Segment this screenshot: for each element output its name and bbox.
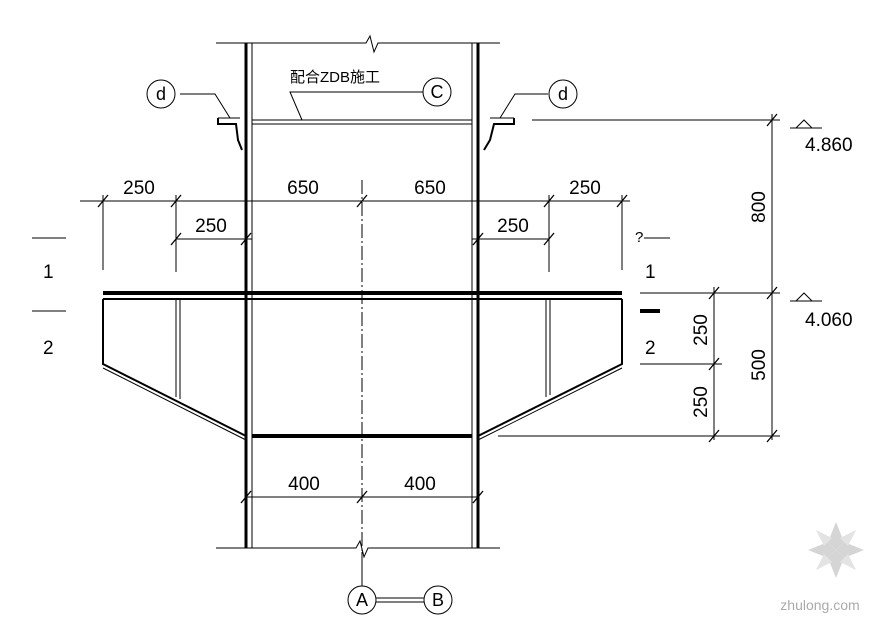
- svg-text:1: 1: [645, 262, 656, 283]
- dim-right-500: 500: [749, 349, 770, 381]
- dim-right-250-lower: 250: [691, 386, 712, 418]
- weld-left: [180, 93, 243, 151]
- svg-text:A: A: [356, 590, 368, 610]
- svg-text:4.860: 4.860: [805, 135, 853, 156]
- beam-top-flange: [103, 291, 622, 300]
- dim-top-250-left: 250: [123, 178, 155, 199]
- svg-text:2: 2: [645, 338, 656, 359]
- dim-top-250-inner-left: 250: [195, 216, 227, 237]
- section-mark-left: 1 2: [32, 237, 66, 359]
- section-mark-right: ? 1 2: [635, 229, 670, 359]
- svg-text:4.060: 4.060: [805, 310, 853, 331]
- elevation-marker-lower: 4.060: [790, 292, 853, 331]
- dim-bottom-400-left: 400: [288, 474, 320, 495]
- dim-right-vertical: 250 250 800 500: [498, 113, 780, 443]
- dim-row-top-1: 250 650 650 250: [80, 178, 630, 272]
- note-top: 配合ZDB施工: [290, 69, 380, 86]
- weld-right: [483, 93, 548, 151]
- callout-weld-left: d: [146, 79, 176, 109]
- dim-bottom-400-right: 400: [404, 474, 436, 495]
- axis-callout-b: B: [423, 585, 453, 615]
- top-cap-plate: [252, 119, 472, 125]
- haunch-bottom: [102, 299, 623, 441]
- svg-text:?: ?: [635, 229, 643, 246]
- svg-text:B: B: [432, 590, 444, 610]
- stiffener-right: [545, 299, 551, 397]
- svg-text:2: 2: [43, 338, 54, 359]
- dim-top-650-right: 650: [414, 178, 446, 199]
- column-left: [244, 43, 253, 548]
- break-line-top: [216, 34, 500, 54]
- dim-right-800: 800: [749, 191, 770, 223]
- svg-text:d: d: [156, 84, 166, 104]
- column-right: [471, 43, 480, 548]
- dim-row-bottom: 400 400: [240, 474, 484, 504]
- svg-text:d: d: [558, 84, 568, 104]
- stiffener-left: [175, 299, 181, 399]
- dim-row-top-2: 250 250: [170, 216, 555, 246]
- svg-text:1: 1: [43, 262, 54, 283]
- watermark-text: zhulong.com: [780, 597, 859, 613]
- dim-right-250-upper: 250: [691, 314, 712, 346]
- callout-weld-right: d: [548, 79, 578, 109]
- break-line-bottom: [216, 539, 500, 559]
- watermark-logo: [808, 522, 864, 578]
- dim-top-250-right: 250: [569, 178, 601, 199]
- axis-link: [376, 597, 424, 603]
- axis-callout-a: A: [347, 552, 377, 615]
- elevation-marker-upper: 4.860: [790, 119, 853, 156]
- dim-top-650-left: 650: [287, 178, 319, 199]
- svg-text:C: C: [431, 82, 444, 102]
- dim-top-250-inner-right: 250: [497, 216, 529, 237]
- callout-top-ref: C: [289, 77, 452, 121]
